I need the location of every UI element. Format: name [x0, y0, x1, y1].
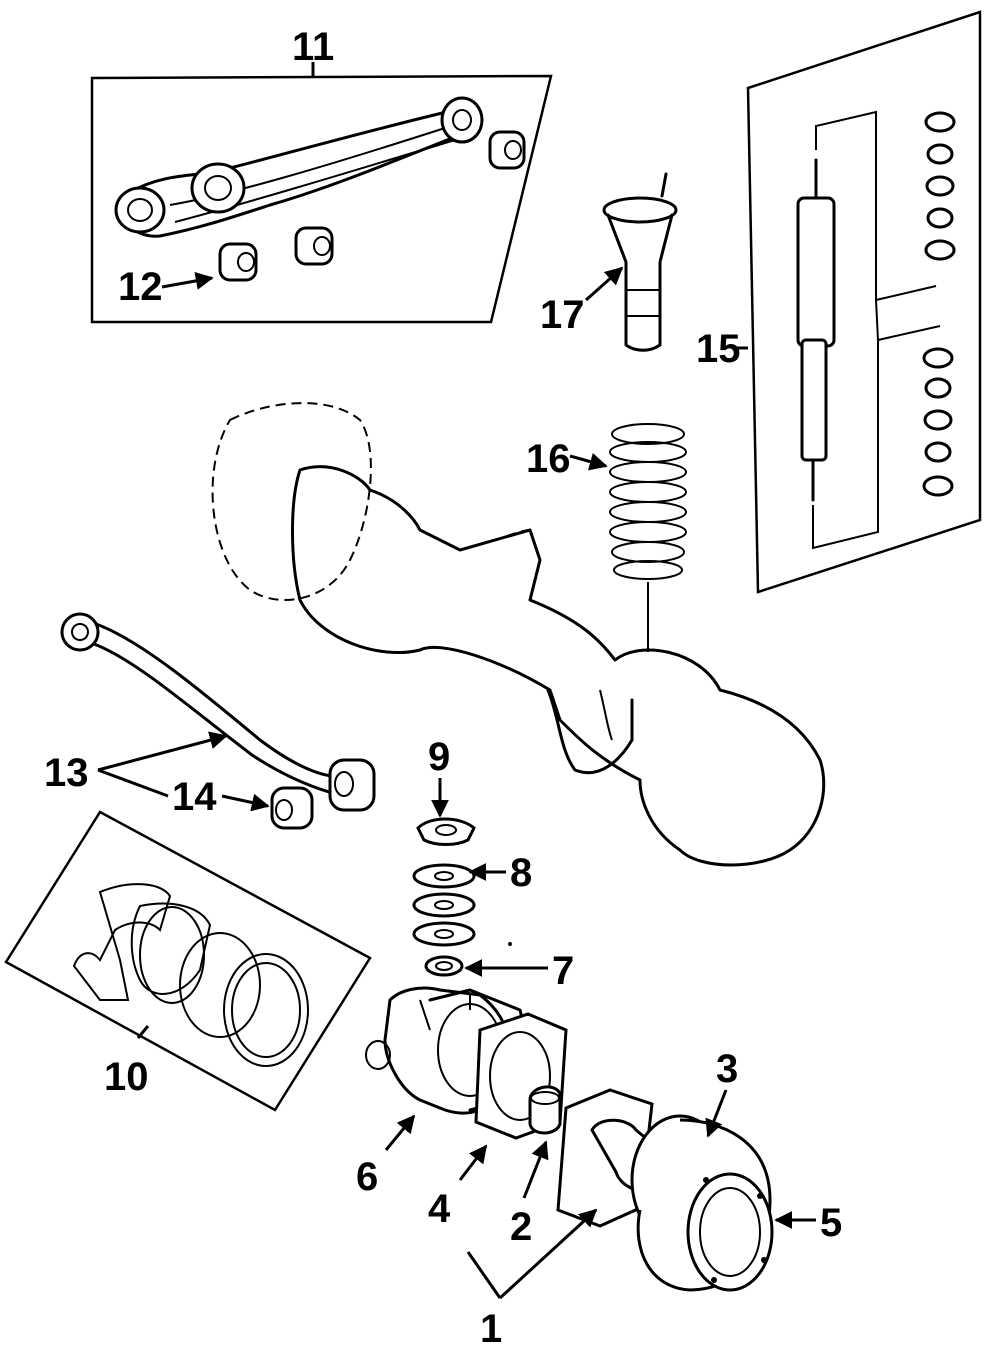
callout-12: 12: [118, 265, 163, 309]
hub-assembly: [630, 1089, 816, 1292]
shock-bushing-stack-upper: [924, 111, 956, 261]
spindle: [466, 1088, 662, 1300]
track-bar: [60, 612, 376, 812]
spindle-seal: [522, 1085, 562, 1199]
control-arm-group: [90, 62, 553, 324]
callout-11: 11: [292, 25, 334, 69]
callout-3: 3: [716, 1047, 738, 1091]
leader-1b: [466, 1251, 502, 1299]
bushing-12: [218, 242, 258, 282]
shock-bushing-stack-lower: [922, 347, 954, 497]
callout-5: 5: [820, 1201, 842, 1245]
bearing-7: [424, 955, 548, 977]
callout-8: 8: [510, 851, 532, 895]
callout-1: 1: [480, 1307, 502, 1350]
shock-absorber-box: [746, 10, 982, 594]
callout-2: 2: [510, 1205, 532, 1249]
callout-14: 14: [172, 775, 217, 819]
leader-3: [705, 1089, 728, 1138]
bump-stop: [585, 172, 678, 352]
shock-absorber-group: [736, 10, 982, 594]
callout-4: 4: [428, 1187, 451, 1231]
coil-spring: [569, 423, 687, 652]
leader-4: [458, 1144, 488, 1181]
bushing-14: [221, 786, 314, 830]
shock-bracket-line-3: [812, 340, 879, 550]
callout-7: 7: [552, 949, 574, 993]
leader-13a: [97, 731, 228, 772]
dot: [508, 942, 512, 946]
bushing-12c: [488, 130, 526, 170]
axle-housing: [211, 402, 826, 867]
leader-12: [161, 272, 214, 290]
leader-16: [569, 452, 608, 471]
leader-1a: [498, 1208, 598, 1300]
seal-kit-box: [4, 810, 372, 1112]
leader-2: [522, 1140, 549, 1199]
shim-stack: [412, 863, 506, 947]
kingpin-cap: [416, 778, 476, 846]
seal-kit-parts: [72, 883, 309, 1067]
leader-10: [136, 1025, 150, 1039]
leader-14: [221, 793, 270, 812]
control-arm-box: [90, 74, 553, 324]
bushing-12b: [294, 226, 334, 266]
shock-bracket-line: [815, 110, 941, 342]
leader-17: [585, 266, 624, 302]
seal-kit-group: [4, 810, 372, 1112]
callout-13: 13: [44, 751, 89, 795]
callout-17: 17: [540, 293, 585, 337]
callout-15: 15: [696, 327, 741, 371]
callout-9: 9: [428, 735, 450, 779]
shock-absorber: [796, 158, 836, 502]
callout-16: 16: [526, 437, 571, 481]
control-arm: [114, 96, 484, 238]
leader-6: [384, 1114, 416, 1151]
callout-10: 10: [104, 1055, 149, 1099]
shock-bracket-line-2: [875, 285, 937, 301]
callout-6: 6: [356, 1155, 378, 1199]
leader-13b: [97, 768, 169, 798]
